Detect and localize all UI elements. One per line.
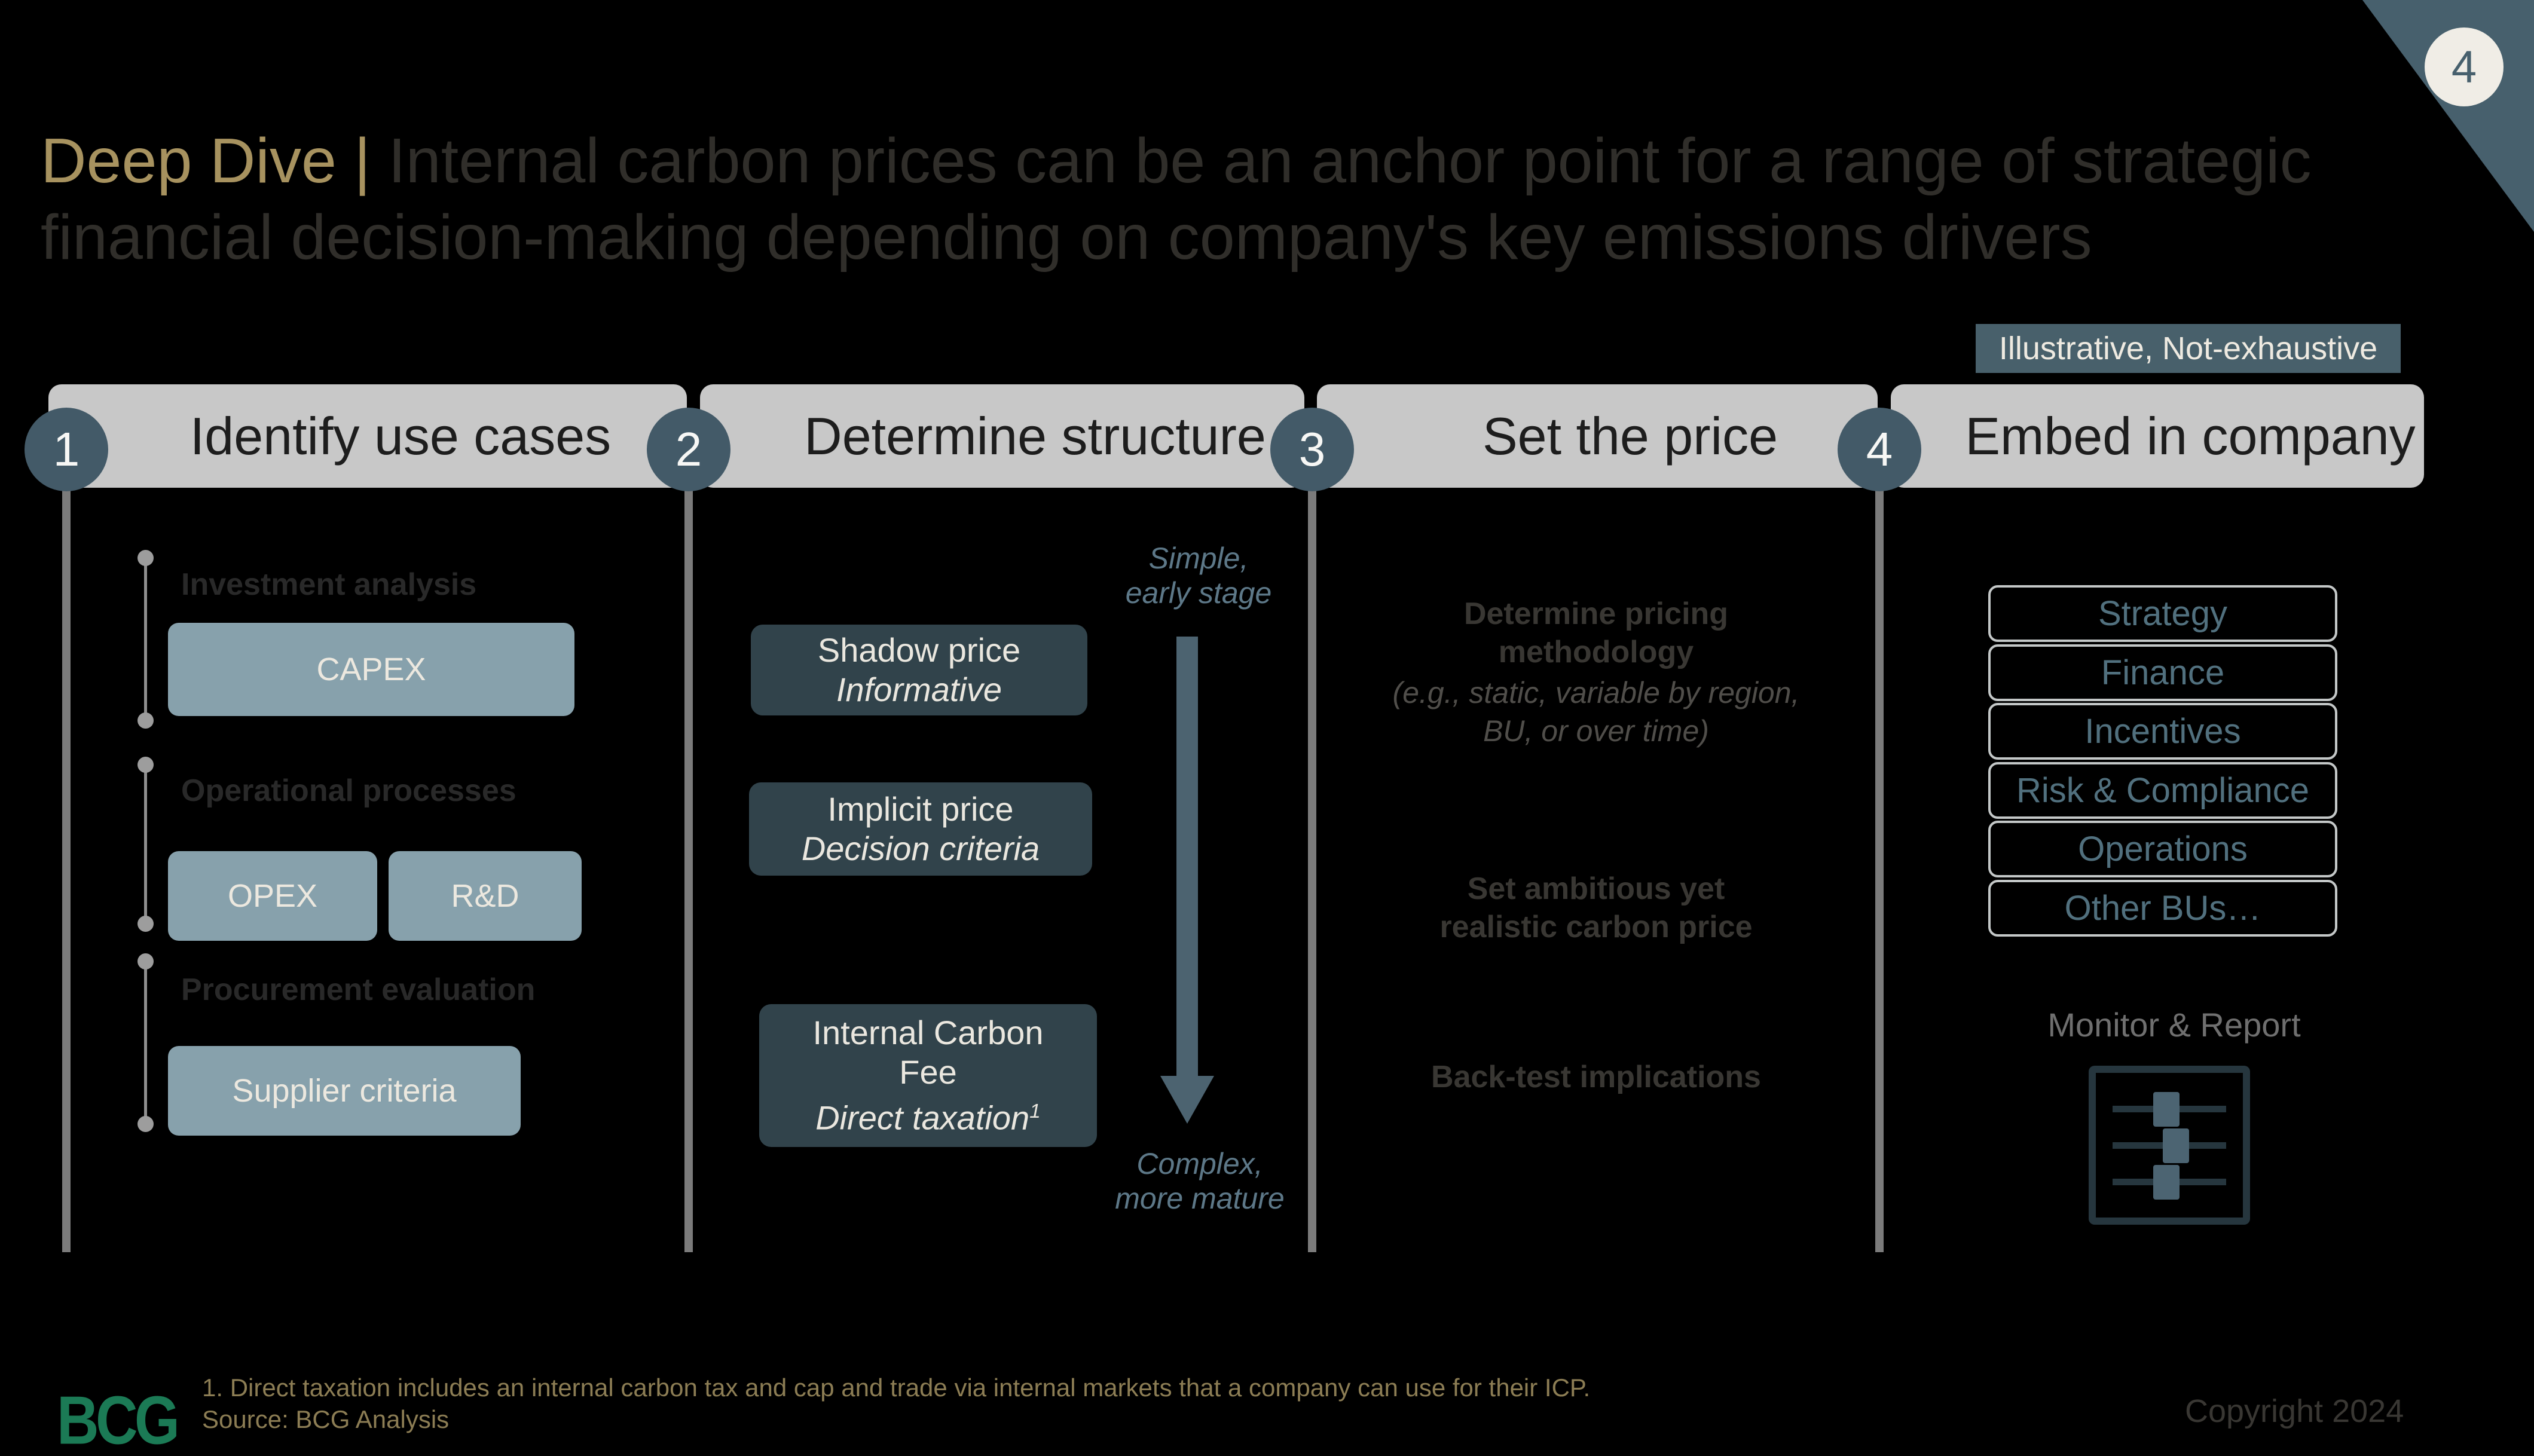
price-item-methodology: Determine pricing methodology (e.g., sta… bbox=[1369, 595, 1823, 750]
step-bar-identify-use-cases: Identify use cases bbox=[48, 384, 687, 488]
step-circle-3: 3 bbox=[1270, 408, 1354, 491]
footnote-text: 1. Direct taxation includes an internal … bbox=[202, 1374, 1591, 1402]
note-simple-early-stage: Simple, early stage bbox=[1125, 542, 1272, 610]
column-divider-2 bbox=[684, 490, 693, 1252]
monitor-report-label: Monitor & Report bbox=[2047, 1006, 2301, 1044]
column-divider-3 bbox=[1308, 490, 1316, 1252]
timeline-dot bbox=[137, 757, 154, 773]
embed-box-incentives: Incentives bbox=[1988, 703, 2337, 760]
step-number: 1 bbox=[53, 423, 80, 476]
timeline-dot bbox=[137, 916, 154, 932]
box-title: Internal Carbon Fee bbox=[812, 1014, 1044, 1091]
timeline-dot bbox=[137, 1116, 154, 1132]
capex-chip: CAPEX bbox=[168, 623, 574, 716]
box-subtitle: Direct taxation1 bbox=[815, 1092, 1041, 1138]
box-subtitle-text: Direct taxation bbox=[815, 1099, 1030, 1137]
page-number: 4 bbox=[2451, 41, 2477, 93]
price-item-bold: Set ambitious yet realistic carbon price bbox=[1439, 871, 1753, 944]
box-title: Implicit price bbox=[827, 790, 1014, 828]
title-line1: Internal carbon prices can be an anchor … bbox=[388, 126, 2312, 196]
column-divider-1 bbox=[62, 490, 71, 1252]
bcg-logo: BCG bbox=[57, 1382, 180, 1456]
maturity-arrow-shaft bbox=[1176, 637, 1198, 1077]
shadow-price-box: Shadow price Informative bbox=[751, 625, 1087, 715]
timeline-segment bbox=[144, 558, 147, 720]
price-item-bold: Back-test implications bbox=[1431, 1060, 1761, 1094]
title-highlight: Deep Dive | bbox=[41, 126, 389, 196]
price-item-bold: Determine pricing methodology bbox=[1463, 597, 1729, 669]
group-label-procurement-evaluation: Procurement evaluation bbox=[181, 972, 536, 1007]
step-bar-determine-structure: Determine structure bbox=[700, 384, 1304, 488]
timeline-dot bbox=[137, 953, 154, 969]
internal-carbon-fee-box: Internal Carbon Fee Direct taxation1 bbox=[759, 1004, 1097, 1147]
title-line2: financial decision-making depending on c… bbox=[41, 202, 2092, 273]
page-number-badge: 4 bbox=[2425, 27, 2504, 106]
note-complex-more-mature: Complex, more mature bbox=[1115, 1147, 1285, 1215]
step-label: Determine structure bbox=[804, 406, 1266, 466]
sliders-icon bbox=[2089, 1066, 2250, 1225]
step-number: 2 bbox=[675, 423, 702, 476]
slide-title: Deep Dive | Internal carbon prices can b… bbox=[41, 123, 2498, 276]
step-label: Embed in company bbox=[1965, 406, 2416, 466]
embed-box-risk-compliance: Risk & Compliance bbox=[1988, 762, 2337, 819]
group-label-investment-analysis: Investment analysis bbox=[181, 567, 477, 602]
step-number: 4 bbox=[1866, 423, 1893, 476]
maturity-arrow-head bbox=[1160, 1076, 1214, 1124]
step-label: Set the price bbox=[1482, 406, 1778, 466]
footnote-marker: 1 bbox=[1029, 1100, 1041, 1123]
step-circle-1: 1 bbox=[25, 408, 108, 491]
supplier-criteria-chip: Supplier criteria bbox=[168, 1046, 521, 1136]
embed-box-strategy: Strategy bbox=[1988, 585, 2337, 642]
timeline-dot bbox=[137, 712, 154, 729]
step-bar-embed-in-company: Embed in company bbox=[1891, 384, 2424, 488]
footnote-block: 1. Direct taxation includes an internal … bbox=[202, 1372, 1936, 1435]
step-circle-2: 2 bbox=[647, 408, 730, 491]
price-item-ambitious: Set ambitious yet realistic carbon price bbox=[1369, 870, 1823, 946]
step-number: 3 bbox=[1298, 423, 1326, 476]
embed-box-finance: Finance bbox=[1988, 644, 2337, 701]
box-subtitle: Informative bbox=[836, 671, 1002, 708]
group-label-operational-processes: Operational processes bbox=[181, 773, 516, 808]
price-item-backtest: Back-test implications bbox=[1369, 1058, 1823, 1096]
step-bar-set-the-price: Set the price bbox=[1317, 384, 1878, 488]
step-label: Identify use cases bbox=[189, 406, 612, 466]
box-subtitle: Decision criteria bbox=[801, 830, 1040, 867]
illustrative-tag: Illustrative, Not-exhaustive bbox=[1976, 324, 2401, 373]
rd-chip: R&D bbox=[389, 851, 582, 941]
copyright-text: Copyright 2024 bbox=[2185, 1393, 2404, 1429]
embed-box-other-bus: Other BUs… bbox=[1988, 880, 2337, 937]
opex-chip: OPEX bbox=[168, 851, 377, 941]
embed-box-operations: Operations bbox=[1988, 821, 2337, 877]
timeline-segment bbox=[144, 961, 147, 1124]
timeline-dot bbox=[137, 550, 154, 566]
timeline-segment bbox=[144, 764, 147, 923]
source-text: Source: BCG Analysis bbox=[202, 1405, 450, 1433]
box-title: Shadow price bbox=[817, 631, 1021, 669]
step-circle-4: 4 bbox=[1838, 408, 1921, 491]
price-item-italic: (e.g., static, variable by region, BU, o… bbox=[1392, 676, 1800, 748]
implicit-price-box: Implicit price Decision criteria bbox=[749, 782, 1092, 876]
column-divider-4 bbox=[1875, 490, 1884, 1252]
